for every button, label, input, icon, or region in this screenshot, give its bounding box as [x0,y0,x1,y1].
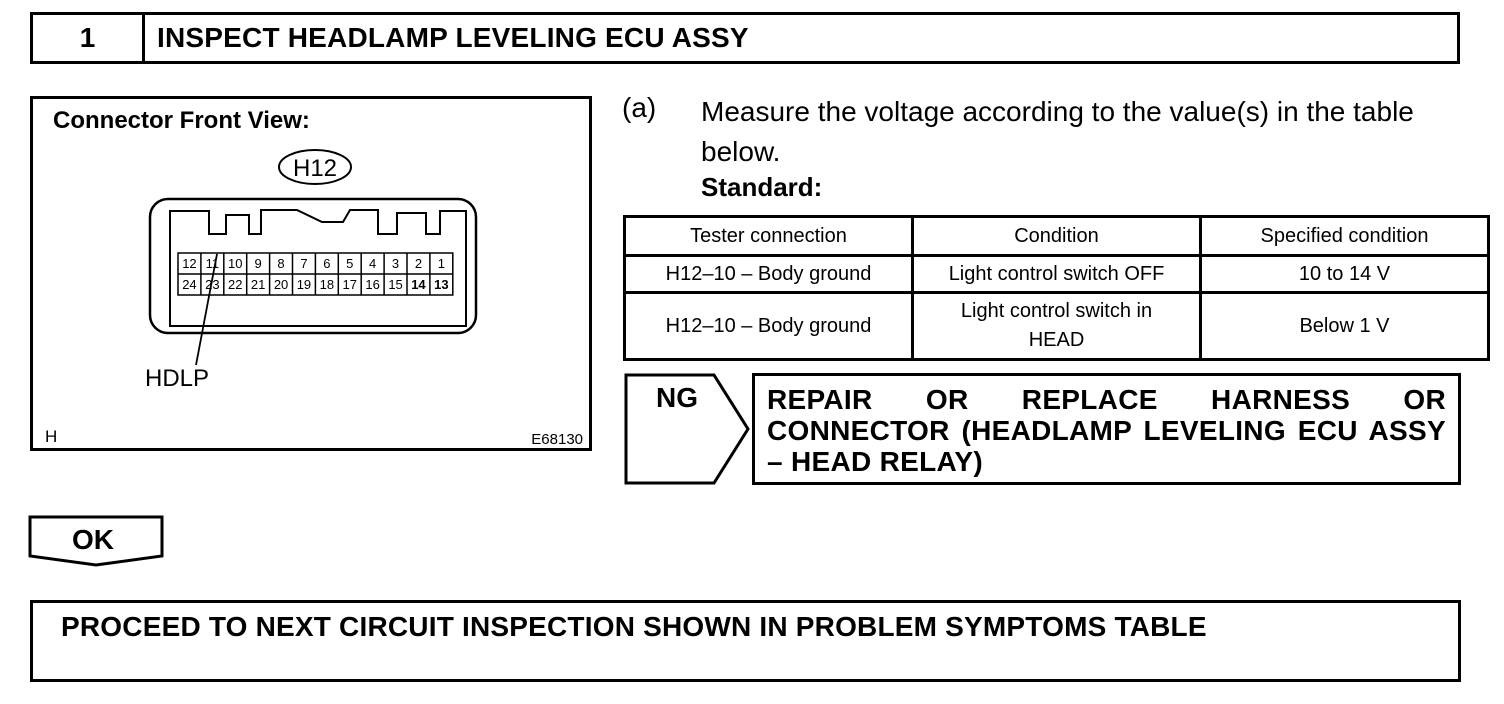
pin-number: 14 [411,277,426,292]
next-step-text: PROCEED TO NEXT CIRCUIT INSPECTION SHOWN… [61,611,1207,642]
ng-action-box: REPAIR OR REPLACE HARNESS OR CONNECTOR (… [752,373,1461,485]
connector-id-text: H12 [293,155,337,182]
table-header-row: Tester connection Condition Specified co… [623,215,1490,257]
ok-label: OK [72,524,114,555]
pin-number: 18 [320,277,334,292]
table-cell: Light control switch OFF [911,254,1202,294]
table-row: H12–10 – Body ground Light control switc… [623,291,1490,361]
pin-number: 7 [300,256,307,271]
table-cell: Below 1 V [1199,291,1490,361]
connector-housing [148,197,478,335]
pin-number: 20 [274,277,288,292]
pin-number: 2 [415,256,422,271]
pin-number: 16 [365,277,379,292]
pin-number: 21 [251,277,265,292]
pin-number: 19 [297,277,311,292]
standard-label: Standard: [701,172,823,202]
spec-table: Tester connection Condition Specified co… [623,215,1490,361]
connector-id-ellipse [278,149,352,185]
figure-title: Connector Front View: [53,107,310,134]
ok-arrow [28,515,164,567]
pin-number: 1 [438,256,445,271]
pin-number: 17 [343,277,357,292]
step-number: 1 [33,15,145,61]
hdlp-label: HDLP [145,365,210,392]
pin-number: 22 [228,277,242,292]
pin-number: 8 [277,256,284,271]
pin-number: 6 [323,256,330,271]
figure-code: E68130 [531,431,583,448]
pin-number: 4 [369,256,376,271]
header-condition: Condition [911,215,1202,257]
step-header: 1 INSPECT HEADLAMP LEVELING ECU ASSY [30,12,1460,64]
header-specified-condition: Specified condition [1199,215,1490,257]
pin-number: 13 [434,277,448,292]
pin-number: 15 [388,277,402,292]
header-tester-connection: Tester connection [623,215,914,257]
table-cell: 10 to 14 V [1199,254,1490,294]
next-step-box: PROCEED TO NEXT CIRCUIT INSPECTION SHOWN… [30,600,1461,682]
ng-arrow [624,373,750,485]
instruction-letter: (a) [622,92,657,123]
pin-number: 24 [182,277,196,292]
ng-action-text: REPAIR OR REPLACE HARNESS OR CONNECTOR (… [767,384,1446,477]
connector-inner-outline [169,209,467,327]
pin-number: 12 [182,256,196,271]
figure-corner-letter: H [45,427,58,446]
pin-grid [177,252,454,296]
table-cell: H12–10 – Body ground [623,254,914,294]
table-cell: Light control switch in HEAD [911,291,1202,361]
pin-number: 23 [205,277,219,292]
table-row: H12–10 – Body ground Light control switc… [623,254,1490,294]
pin-number: 9 [255,256,262,271]
pin-number: 3 [392,256,399,271]
hdlp-leader-line [195,253,218,366]
table-cell: H12–10 – Body ground [623,291,914,361]
instruction-text: Measure the voltage according to the val… [701,96,1414,167]
step-title: INSPECT HEADLAMP LEVELING ECU ASSY [157,22,749,53]
ng-label: NG [656,382,698,413]
pin-number: 10 [228,256,242,271]
pin-number: 5 [346,256,353,271]
